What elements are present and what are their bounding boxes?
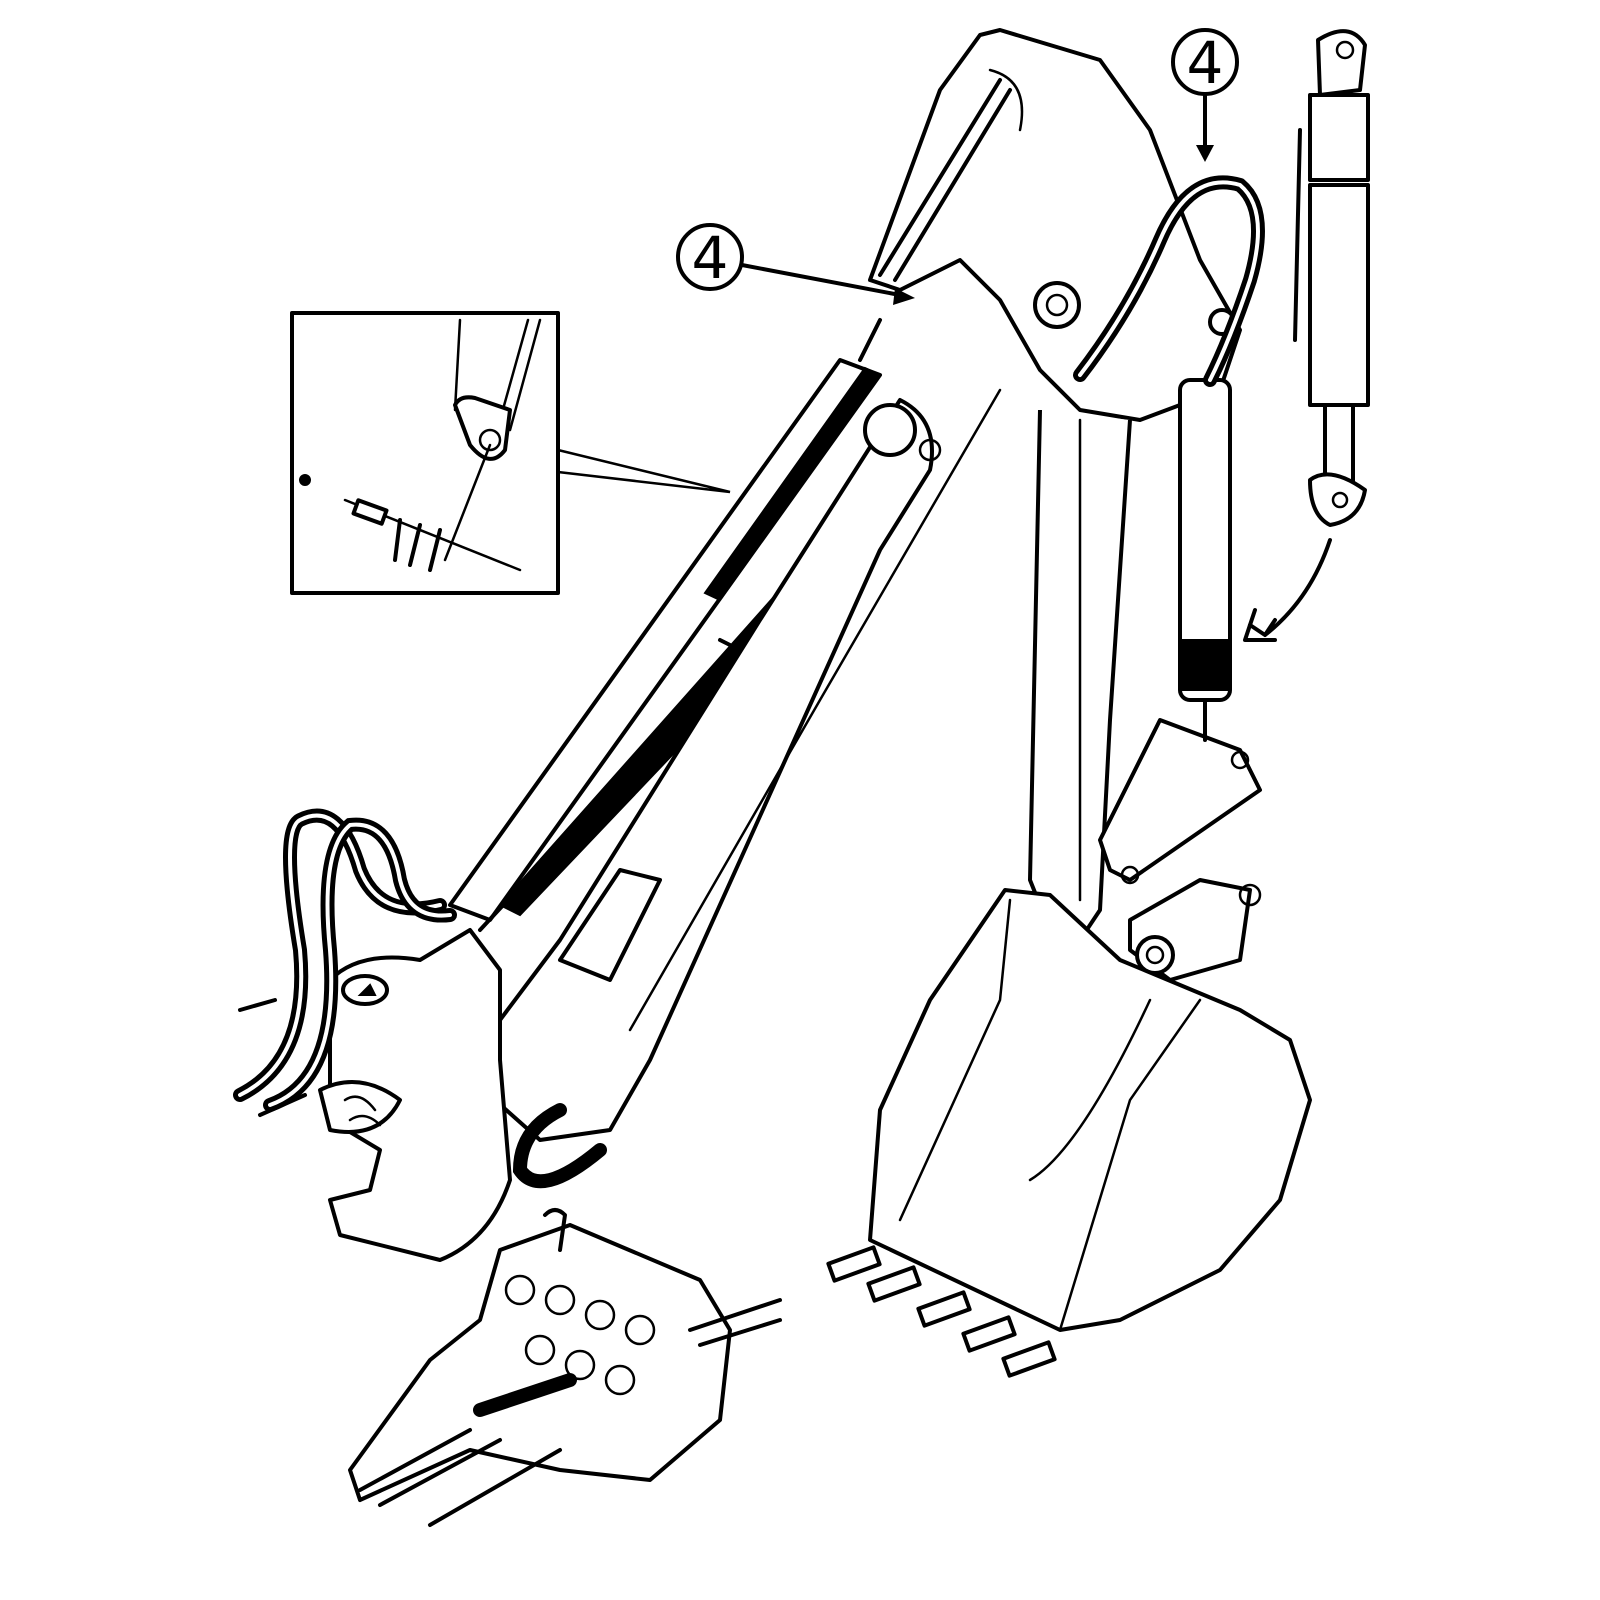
callout-4-hose-loop	[1171, 28, 1239, 162]
swing-hoses	[233, 808, 457, 1117]
exploded-bucket-cylinder	[1243, 29, 1370, 642]
dipper-cylinder	[1073, 175, 1265, 742]
bucket	[826, 888, 1312, 1378]
lower-arm	[493, 388, 1002, 1189]
boom	[868, 28, 1242, 422]
bucket-teeth	[826, 1245, 1057, 1378]
callout-label-left: 4	[692, 224, 729, 292]
dipper-arm	[1028, 409, 1132, 942]
swing-casting	[318, 928, 512, 1262]
bucket-linkage	[1098, 718, 1262, 982]
callout-4-boom-fitting	[676, 223, 915, 305]
detail-inset	[290, 311, 731, 595]
valve-spools	[504, 1274, 656, 1396]
control-valve-bank	[348, 1208, 782, 1527]
callout-label-right: 4	[1187, 29, 1224, 97]
